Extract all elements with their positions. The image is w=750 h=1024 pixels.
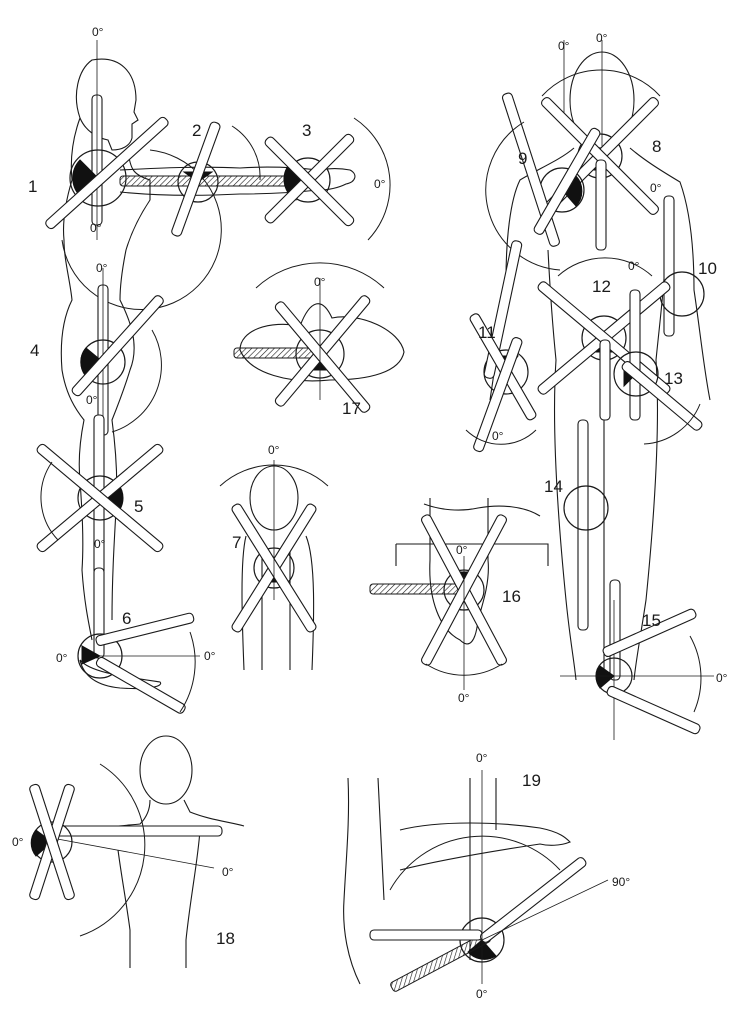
figure-label-17: 17	[342, 399, 361, 418]
figure-18-shoulder: 18 0° 0°	[12, 735, 245, 968]
figure-8-15-front-body: 8 0° 0° 9 10 0° 12 0° 11 0°	[465, 31, 728, 740]
figure-label-1: 1	[28, 177, 37, 196]
zero-mark: 0°	[92, 25, 104, 39]
figure-17-foot: 17 0°	[233, 262, 405, 418]
zero-mark: 0°	[628, 259, 640, 273]
figure-7-neck: 7 0°	[219, 443, 329, 671]
zero-mark: 0°	[268, 443, 280, 457]
zero-mark: 0°	[56, 651, 68, 665]
zero-mark: 0°	[222, 865, 234, 879]
zero-mark: 0°	[86, 393, 98, 407]
figure-label-13: 13	[664, 369, 683, 388]
figure-label-19: 19	[522, 771, 541, 790]
zero-mark: 0°	[458, 691, 470, 705]
figure-label-12: 12	[592, 277, 611, 296]
figure-label-8: 8	[652, 137, 661, 156]
figure-label-2: 2	[192, 121, 201, 140]
figure-label-6: 6	[122, 609, 131, 628]
zero-mark: 0°	[90, 221, 102, 235]
figure-label-15: 15	[642, 611, 661, 630]
zero-mark: 0°	[716, 671, 728, 685]
zero-mark: 0°	[94, 537, 106, 551]
zero-mark: 0°	[492, 429, 504, 443]
ninety-mark: 90°	[612, 875, 630, 889]
zero-mark: 0°	[476, 751, 488, 765]
zero-mark: 0°	[558, 39, 570, 53]
zero-mark: 0°	[96, 261, 108, 275]
figure-label-18: 18	[216, 929, 235, 948]
figure-label-3: 3	[302, 121, 311, 140]
figure-19-forearm: 19 0° 0° 90°	[343, 751, 630, 1001]
zero-mark: 0°	[456, 543, 468, 557]
zero-mark: 0°	[12, 835, 24, 849]
figure-label-10: 10	[698, 259, 717, 278]
zero-mark: 0°	[596, 31, 608, 45]
figure-label-14: 14	[544, 477, 563, 496]
figure-label-5: 5	[134, 497, 143, 516]
figure-label-16: 16	[502, 587, 521, 606]
figure-label-9: 9	[518, 149, 527, 168]
figure-16-wrist: 16 0° 0°	[369, 498, 549, 705]
zero-mark: 0°	[204, 649, 216, 663]
zero-mark: 0°	[650, 181, 662, 195]
zero-mark: 0°	[314, 275, 326, 289]
figure-label-7: 7	[232, 533, 241, 552]
figure-label-11: 11	[478, 323, 496, 342]
zero-mark: 0°	[374, 177, 386, 191]
figure-4-6-leg-profile: 4 0° 0° 5 0° 6 0° 0°	[30, 261, 216, 714]
zero-mark: 0°	[476, 987, 488, 1001]
figure-label-4: 4	[30, 341, 39, 360]
figure-1-3-arm-profile: 1 2 3 0° 0° 0°	[28, 25, 391, 641]
